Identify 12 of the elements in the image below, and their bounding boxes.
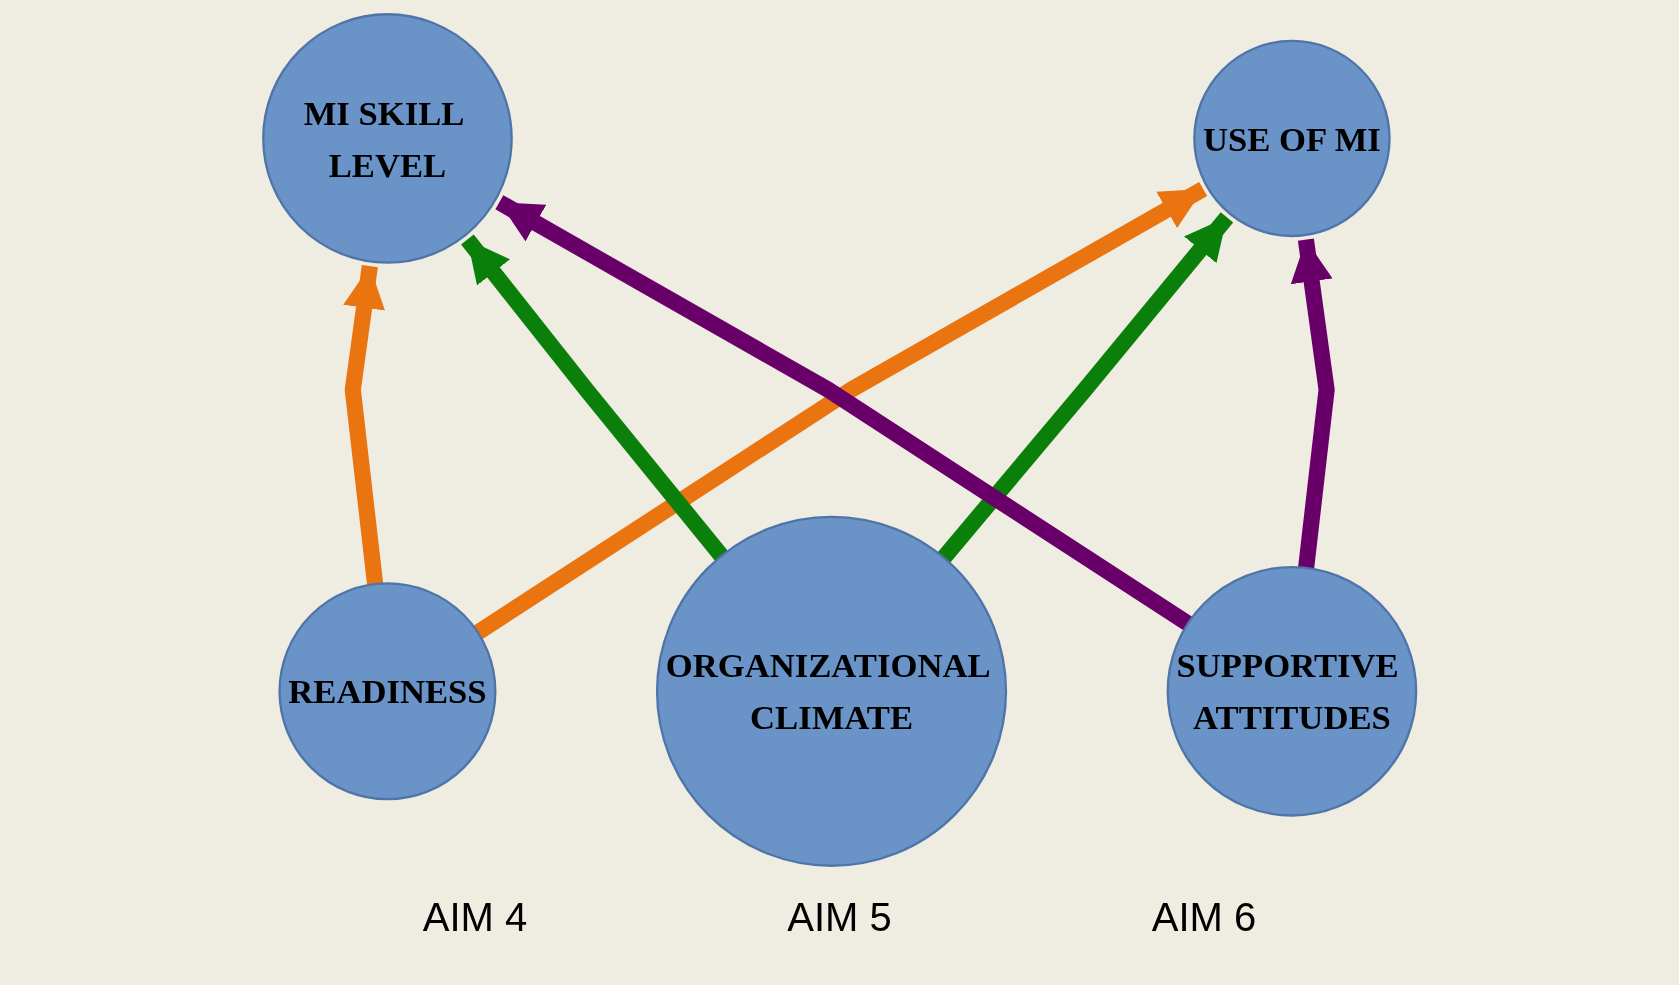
aim-label: AIM 5 bbox=[787, 895, 892, 940]
aim-label: AIM 4 bbox=[422, 895, 528, 940]
arrow bbox=[343, 264, 385, 586]
node-circle bbox=[655, 515, 1007, 867]
node-circle bbox=[261, 13, 513, 264]
diagram: MI SKILL LEVEL USE OF MI READINESS ORGANIZATIONAL CLIMATE SUPPORTIVE ATTITUDES bbox=[253, 5, 1426, 875]
node-circle bbox=[278, 582, 497, 801]
node-circle bbox=[1193, 39, 1391, 238]
node-circle bbox=[1166, 565, 1418, 817]
aim-label: AIM 6 bbox=[1151, 895, 1257, 940]
arrow bbox=[937, 212, 1233, 563]
arrow bbox=[1290, 238, 1335, 569]
